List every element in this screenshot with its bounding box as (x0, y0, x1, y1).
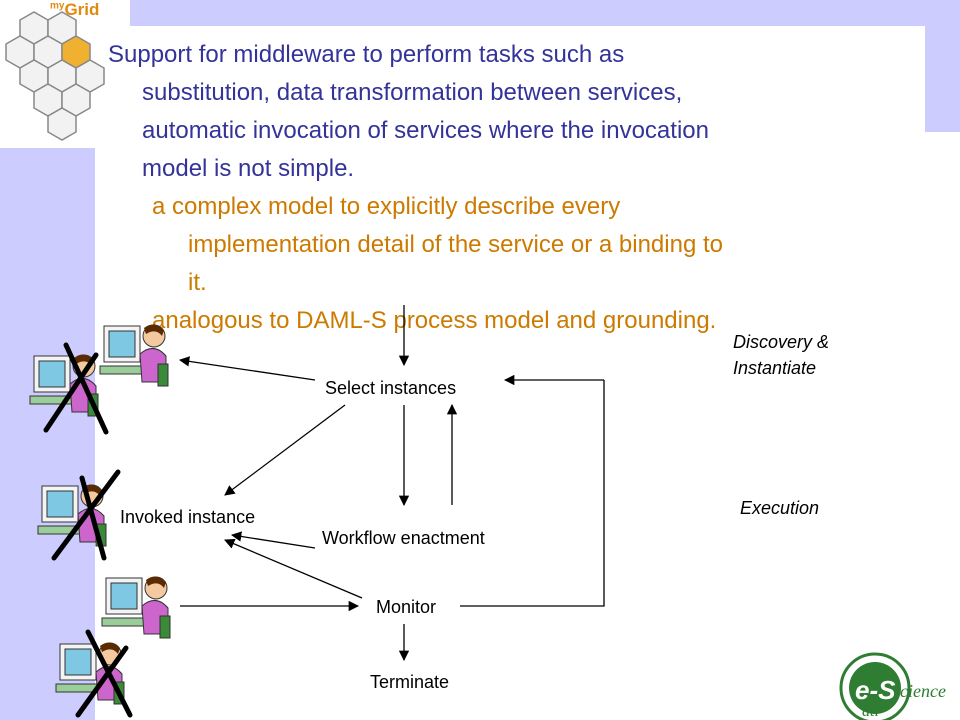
cross-out-icon (75, 629, 133, 718)
cross-out-icon (43, 342, 109, 435)
bullet-sub-line: it. (188, 269, 207, 296)
arrow-select-to-invoked (224, 404, 346, 496)
hexagon-logo-icon (5, 11, 105, 141)
monitor-label: Monitor (376, 597, 437, 617)
logo-sub-text: dti (862, 703, 879, 720)
logo-script-text: cience (900, 681, 946, 701)
arrow-workflow-to-invoked (230, 531, 316, 549)
arrow-select-to-user (178, 356, 316, 381)
select-instances-label: Select instances (325, 378, 457, 398)
arrow-monitor-to-invoked (224, 538, 363, 599)
e-science-logo-icon: e-S cience dti (839, 652, 946, 720)
instantiate-label: Instantiate (733, 358, 817, 378)
user-computer-icon (101, 576, 171, 639)
brand-name: myGrid (50, 0, 100, 19)
top-decor-band (0, 0, 960, 26)
feedback-loop-line (460, 380, 605, 607)
terminate-label: Terminate (370, 672, 450, 692)
bullet-main-line: model is not simple. (142, 155, 355, 182)
discovery-label: Discovery & (733, 332, 830, 352)
logo-main-text: e-S (855, 675, 896, 705)
execution-label: Execution (740, 498, 820, 518)
slide-text: Support for middleware to perform tasks … (108, 36, 918, 340)
bullet-sub-line: a complex model to explicitly describe e… (152, 193, 621, 220)
user-computer-icon (99, 324, 169, 387)
cross-out-icon (51, 469, 121, 561)
bullet-sub-line: analogous to DAML-S process model and gr… (152, 307, 717, 334)
right-decor-band (925, 0, 960, 132)
user-computer-icon (29, 354, 99, 417)
bullet-sub-line: implementation detail of the service or … (188, 231, 723, 258)
bullet-main-line: Support for middleware to perform tasks … (108, 41, 625, 68)
workflow-enactment-label: Workflow enactment (322, 528, 485, 548)
invoked-instance-label: Invoked instance (120, 507, 256, 527)
mygrid-logo: myGrid (0, 0, 130, 148)
bullet-main-line: automatic invocation of services where t… (142, 117, 709, 144)
bullet-main-line: substitution, data transformation betwee… (142, 79, 683, 106)
